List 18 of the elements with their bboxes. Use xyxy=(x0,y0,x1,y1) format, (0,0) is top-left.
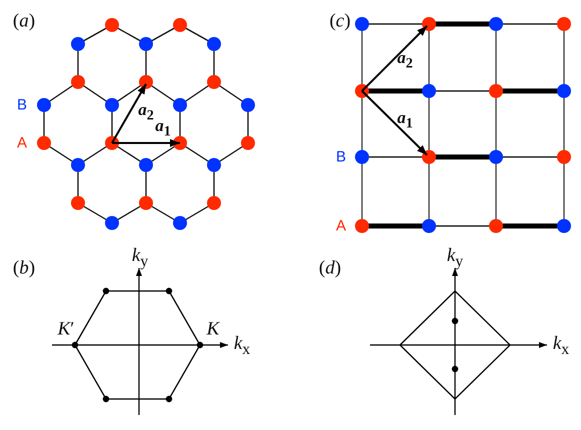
sublattice-label: A xyxy=(17,136,27,150)
point-label: K′ xyxy=(58,320,74,338)
sublattice-label: B xyxy=(336,150,346,164)
panel-label: (c) xyxy=(329,12,351,30)
point-label: K xyxy=(206,320,220,338)
axis-label: k$_{x}$ xyxy=(552,334,570,358)
panel-label: (b) xyxy=(12,258,36,278)
vector-label: a$_{1}$ xyxy=(155,117,171,139)
axis-label: k$_{y}$ xyxy=(132,246,148,270)
axis-label: k$_{y}$ xyxy=(446,246,464,270)
axis-label: k$_{x}$ xyxy=(234,334,250,358)
panel-label: (d) xyxy=(318,258,342,278)
panel-label: (a) xyxy=(12,12,36,30)
sublattice-label: A xyxy=(336,218,346,234)
vector-label: a$_{2}$ xyxy=(138,101,154,123)
sublattice-label: B xyxy=(17,98,27,112)
vector-label: a$_{2}$ xyxy=(397,49,413,71)
vector-label: a$_{1}$ xyxy=(397,109,413,131)
